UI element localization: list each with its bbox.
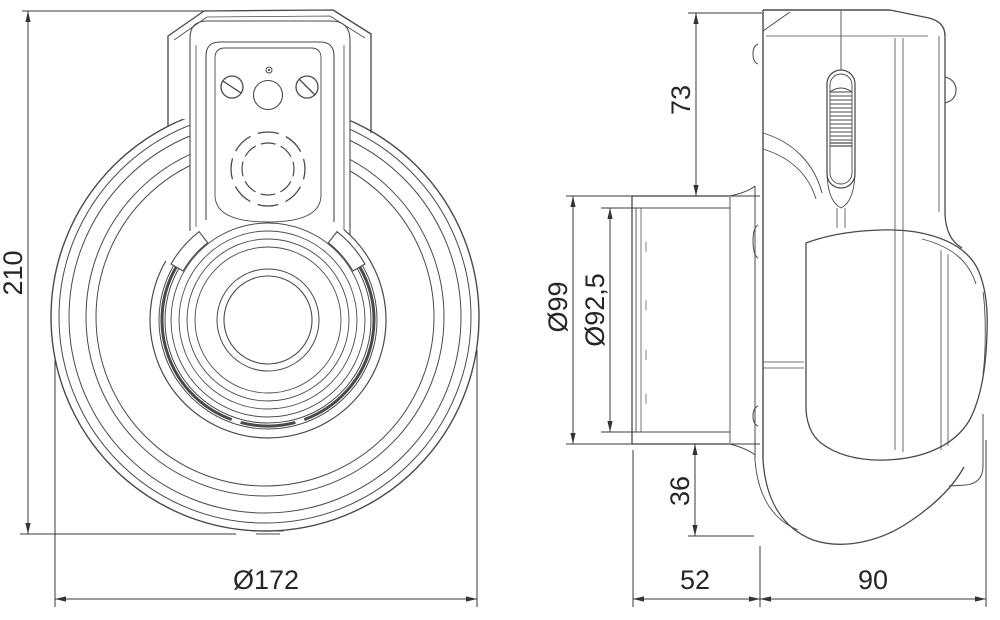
bottom-edge	[762, 459, 965, 545]
led-indicator-icon	[265, 66, 273, 74]
dimensions: 210 Ø172 73 Ø99 Ø92,5	[0, 10, 987, 607]
sensor-knob-icon	[252, 79, 284, 111]
dim-spigot-outer-diameter: Ø99	[543, 195, 760, 445]
cowl-clip-left	[170, 230, 209, 272]
dim-label-spigot-outer-diameter: Ø99	[543, 281, 573, 332]
cowl-accent-arc	[240, 420, 296, 428]
side-scroll-housing	[805, 229, 988, 487]
dim-label-spigot-to-bottom: 36	[665, 476, 695, 506]
thumbwheel-slider	[826, 69, 856, 228]
column-silhouette	[167, 9, 372, 133]
front-clip	[752, 405, 759, 427]
dim-overall-height: 210	[0, 10, 236, 535]
hub-disc	[223, 275, 313, 365]
duct-spigot	[631, 185, 756, 456]
dim-top-to-spigot: 73	[666, 12, 762, 196]
dim-body-depth: 90	[760, 440, 987, 607]
front-cowl	[149, 201, 387, 439]
cowl-clip-right	[327, 230, 366, 272]
mounting-plate	[940, 250, 949, 450]
dim-label-overall-height: 210	[0, 250, 28, 295]
bottom-tab	[252, 530, 284, 535]
face-plate	[205, 41, 335, 222]
back-edge	[944, 36, 963, 249]
top-edge	[763, 9, 946, 37]
panel-outline	[189, 20, 351, 235]
screw-icon	[220, 75, 244, 99]
front-controls	[220, 66, 319, 207]
dim-label-spigot-inner-diameter: Ø92,5	[580, 273, 610, 347]
dim-label-face-diameter: Ø172	[233, 565, 299, 595]
back-hook	[944, 76, 957, 104]
front-clip	[752, 224, 759, 259]
side-view	[631, 9, 988, 545]
dim-label-spigot-length: 52	[680, 565, 710, 595]
front-clip	[752, 43, 759, 65]
side-body	[750, 9, 965, 545]
cowl-accent-arc	[160, 266, 233, 422]
screw-icon	[295, 75, 319, 99]
mounting-foot	[948, 414, 984, 487]
dim-spigot-inner-diameter: Ø92,5	[580, 207, 636, 433]
vent-ring-icon	[230, 131, 306, 207]
front-view	[50, 9, 480, 535]
dim-label-top-to-spigot: 73	[666, 85, 696, 115]
hub-ring	[216, 268, 320, 372]
spigot-bore	[636, 207, 730, 433]
dim-label-body-depth: 90	[858, 565, 888, 595]
dim-spigot-to-bottom: 36	[665, 444, 754, 537]
dim-spigot-length: 52	[632, 450, 761, 607]
face-subpanel	[214, 47, 322, 223]
dim-face-diameter: Ø172	[54, 350, 478, 607]
